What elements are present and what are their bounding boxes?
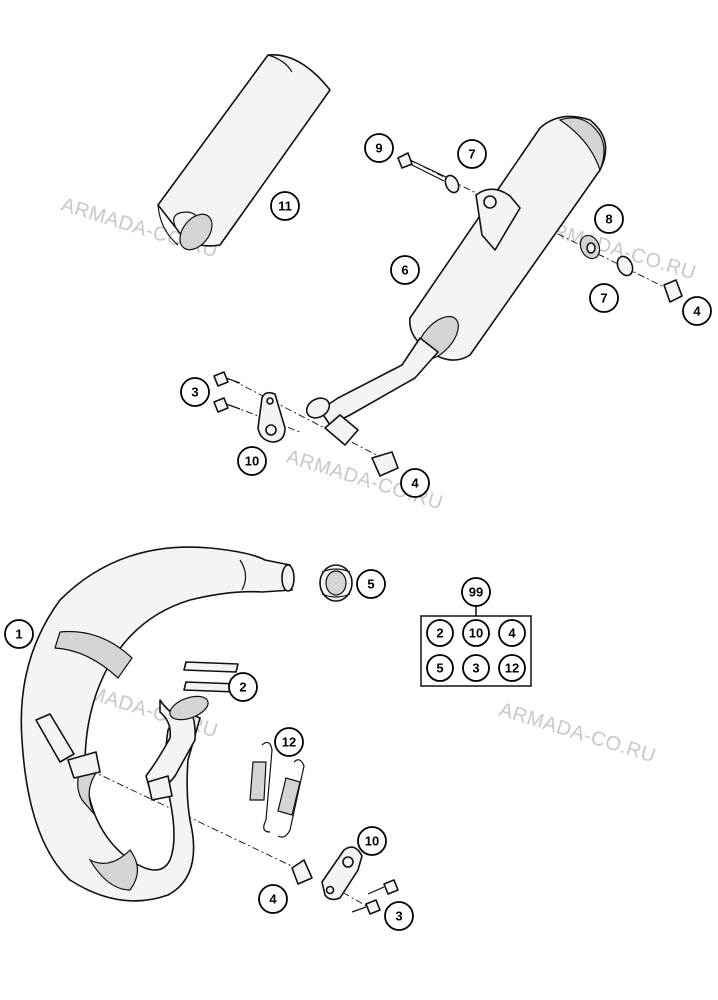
- callout-12-label: 12: [282, 735, 296, 750]
- callout-3-lower: 3: [384, 901, 414, 931]
- callout-4-upper: 4: [682, 296, 712, 326]
- callout-8: 8: [594, 204, 624, 234]
- part-bracket-10-lower: [321, 846, 363, 901]
- kit-99: 99 2 10 4 5 3 12: [420, 577, 532, 687]
- watermark-5: ARMADA-CO.RU: [497, 699, 659, 768]
- kit-item-1: 2: [426, 619, 454, 647]
- callout-4-lower: 4: [258, 884, 288, 914]
- callout-12: 12: [274, 727, 304, 757]
- kit-item-2: 10: [462, 619, 490, 647]
- callout-9: 9: [364, 133, 394, 163]
- callout-4-upper-label: 4: [693, 304, 701, 319]
- callout-11-label: 11: [278, 199, 292, 214]
- callout-1-label: 1: [15, 627, 22, 642]
- part-clip-4-lower: [291, 859, 313, 885]
- callout-10-upper: 10: [237, 446, 267, 476]
- callout-2-label: 2: [239, 680, 246, 695]
- callout-7-upper: 7: [457, 139, 487, 169]
- kit-99-label: 99: [469, 585, 483, 600]
- part-bolts-3-upper: [213, 371, 241, 413]
- part-expansion-chamber: [20, 546, 295, 902]
- part-silencer: [305, 115, 607, 446]
- callout-5-label: 5: [367, 577, 374, 592]
- kit-99-callout: 99: [461, 577, 491, 607]
- callout-11: 11: [270, 191, 300, 221]
- callout-3-upper: 3: [180, 377, 210, 407]
- part-bolt-9: [397, 152, 447, 182]
- callout-6-label: 6: [401, 263, 408, 278]
- part-bolts-3-lower: [351, 879, 399, 915]
- kit-item-6-label: 12: [505, 661, 519, 676]
- kit-item-4-label: 5: [436, 661, 443, 676]
- callout-4-lower-label: 4: [269, 892, 277, 907]
- callout-2: 2: [228, 672, 258, 702]
- callout-6: 6: [390, 255, 420, 285]
- watermarks: ARMADA-CO.RU ARMADA-CO.RU ARMADA-CO.RU A…: [59, 194, 699, 768]
- callout-10-lower-label: 10: [365, 834, 379, 849]
- callout-4-middle: 4: [400, 468, 430, 498]
- part-clip-4-upper: [663, 279, 683, 303]
- kit-item-5: 3: [462, 654, 490, 682]
- callout-3-upper-label: 3: [191, 385, 198, 400]
- callout-5: 5: [356, 569, 386, 599]
- kit-item-1-label: 2: [436, 626, 443, 641]
- callout-10-lower: 10: [357, 826, 387, 856]
- kit-item-6: 12: [498, 654, 526, 682]
- kit-item-3: 4: [498, 619, 526, 647]
- callout-7-upper-label: 7: [468, 147, 475, 162]
- callout-9-label: 9: [375, 141, 382, 156]
- part-heat-shield-sleeve: [157, 54, 331, 251]
- kit-item-3-label: 4: [508, 626, 516, 641]
- callout-4-middle-label: 4: [411, 476, 419, 491]
- callout-1: 1: [4, 619, 34, 649]
- part-clip-4-middle: [371, 451, 399, 477]
- part-socket-5: [319, 564, 353, 602]
- callout-7-lower-label: 7: [600, 291, 607, 306]
- callout-3-lower-label: 3: [395, 909, 402, 924]
- part-bracket-10-upper: [257, 391, 286, 443]
- part-springs-12: [249, 741, 305, 838]
- kit-item-5-label: 3: [472, 661, 479, 676]
- callout-8-label: 8: [605, 212, 612, 227]
- callout-7-lower: 7: [589, 283, 619, 313]
- kit-item-2-label: 10: [469, 626, 483, 641]
- kit-item-4: 5: [426, 654, 454, 682]
- part-grommet-8: [579, 234, 601, 260]
- callout-10-upper-label: 10: [245, 454, 259, 469]
- part-washers-7: [444, 174, 634, 277]
